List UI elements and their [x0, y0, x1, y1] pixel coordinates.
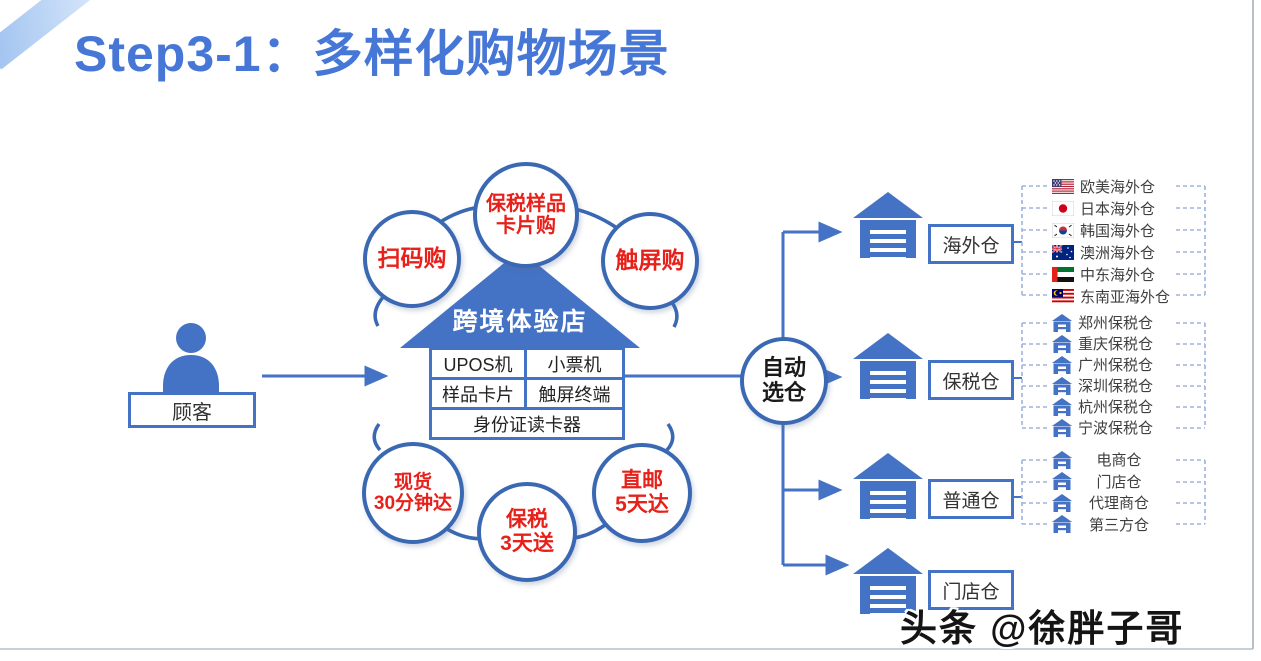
list-item-label: 日本海外仓 — [1080, 200, 1156, 218]
device-cell: UPOS机 — [432, 350, 527, 380]
list-item-label: 宁波保税仓 — [1078, 420, 1154, 437]
mini-warehouse-icon — [1052, 493, 1072, 512]
sample-line2: 卡片购 — [496, 215, 556, 237]
list-item-label: 东南亚海外仓 — [1080, 288, 1171, 306]
list-item: 代理商仓 — [1052, 492, 1160, 514]
stock-line2: 30分钟达 — [373, 493, 453, 514]
selector-line1: 自动 — [761, 355, 806, 381]
list-item-label: 广州保税仓 — [1078, 357, 1154, 374]
overseas-warehouse-icon — [853, 192, 923, 263]
auto-select-warehouse-circle: 自动 选仓 — [740, 337, 828, 425]
list-item: 深圳保税仓 — [1052, 375, 1153, 396]
watermark: 头条 @徐胖子哥 — [900, 608, 1185, 649]
store-name: 跨境体验店 — [452, 308, 588, 336]
mini-warehouse-icon — [1052, 355, 1072, 374]
list-item-label: 电商仓 — [1096, 452, 1142, 470]
list-item-label: 代理商仓 — [1088, 495, 1149, 513]
bonded-warehouse-label: 保税仓 — [942, 371, 1000, 393]
store-warehouse-label: 门店仓 — [942, 581, 1000, 603]
direct-mail-5day-circle: 直邮 5天达 — [592, 443, 692, 543]
bonded-3day-circle: 保税 3天送 — [477, 482, 577, 582]
sample-line1: 保税样品 — [486, 192, 566, 215]
uae-flag-icon — [1052, 266, 1074, 282]
list-item: 宁波保税仓 — [1052, 417, 1153, 438]
australia-flag-icon — [1052, 244, 1074, 260]
list-item-label: 澳洲海外仓 — [1080, 244, 1156, 262]
customer-icon — [156, 322, 226, 399]
dashed-brackets — [1021, 185, 1206, 525]
direct-line1: 直邮 — [621, 469, 663, 493]
list-item-label: 深圳保税仓 — [1078, 378, 1154, 395]
device-cell: 身份证读卡器 — [473, 414, 581, 435]
page-borders — [0, 0, 1254, 650]
korea-flag-icon — [1052, 222, 1074, 238]
mini-warehouse-icon — [1052, 376, 1072, 395]
customer-label: 顾客 — [172, 401, 212, 424]
list-item: 欧美海外仓 — [1052, 175, 1170, 197]
list-item-label: 杭州保税仓 — [1078, 399, 1154, 416]
mini-warehouse-icon — [1052, 397, 1072, 416]
ordinary-warehouse-box: 普通仓 — [928, 479, 1014, 519]
japan-flag-icon — [1052, 200, 1074, 216]
device-cell: 样品卡片 — [432, 380, 527, 410]
overseas-warehouse-list: 欧美海外仓 日本海外仓 韩国海外仓 澳洲海外仓 中东海外仓 东南亚海外仓 — [1052, 175, 1170, 307]
store-warehouse-icon — [853, 548, 923, 619]
list-item: 韩国海外仓 — [1052, 219, 1170, 241]
list-item-label: 韩国海外仓 — [1080, 222, 1156, 240]
selector-line2: 选仓 — [761, 380, 806, 405]
malaysia-flag-icon — [1052, 288, 1074, 304]
list-item-label: 郑州保税仓 — [1078, 315, 1154, 332]
scan-purchase-label: 扫码购 — [377, 245, 447, 272]
mini-warehouse-icon — [1052, 313, 1072, 332]
bonded-sample-card-circle: 保税样品 卡片购 — [473, 162, 579, 268]
list-item: 重庆保税仓 — [1052, 333, 1153, 354]
list-item: 日本海外仓 — [1052, 197, 1170, 219]
ordinary-warehouse-list: 电商仓 门店仓 代理商仓 第三方仓 — [1052, 449, 1160, 535]
scan-purchase-circle: 扫码购 — [363, 210, 461, 308]
page-title: Step3-1：多样化购物场景 — [74, 26, 670, 82]
mini-warehouse-icon — [1052, 334, 1072, 353]
list-item: 广州保税仓 — [1052, 354, 1153, 375]
us-flag-icon — [1052, 178, 1074, 194]
list-item: 中东海外仓 — [1052, 263, 1170, 285]
ordinary-warehouse-icon — [853, 453, 923, 524]
list-item: 杭州保税仓 — [1052, 396, 1153, 417]
stock-line1: 现货 — [393, 471, 432, 493]
bonded-warehouse-icon — [853, 333, 923, 404]
mini-warehouse-icon — [1052, 450, 1072, 469]
mini-warehouse-icon — [1052, 515, 1072, 534]
ordinary-warehouse-label: 普通仓 — [942, 490, 1000, 512]
mini-warehouse-icon — [1052, 418, 1072, 437]
bonded-line1: 保税 — [506, 508, 548, 532]
stock-30min-circle: 现货 30分钟达 — [362, 442, 464, 544]
list-item: 门店仓 — [1052, 471, 1160, 493]
mini-warehouse-icon — [1052, 472, 1072, 491]
direct-line2: 5天达 — [615, 493, 669, 516]
list-item: 电商仓 — [1052, 449, 1160, 471]
list-item: 东南亚海外仓 — [1052, 285, 1170, 307]
overseas-warehouse-box: 海外仓 — [928, 224, 1014, 264]
touchscreen-purchase-circle: 触屏购 — [601, 212, 699, 310]
list-item-label: 中东海外仓 — [1080, 266, 1156, 284]
list-item-label: 欧美海外仓 — [1080, 178, 1156, 196]
bonded-warehouse-box: 保税仓 — [928, 360, 1014, 400]
list-item-label: 第三方仓 — [1088, 516, 1149, 534]
list-item-label: 重庆保税仓 — [1078, 336, 1154, 353]
list-item: 澳洲海外仓 — [1052, 241, 1170, 263]
list-item: 第三方仓 — [1052, 514, 1160, 536]
list-item: 郑州保税仓 — [1052, 312, 1153, 333]
store-warehouse-box: 门店仓 — [928, 570, 1014, 610]
store-device-table: UPOS机 小票机 样品卡片 触屏终端 身份证读卡器 — [429, 347, 625, 440]
overseas-warehouse-label: 海外仓 — [942, 235, 1000, 257]
list-item-label: 门店仓 — [1096, 473, 1142, 491]
bonded-warehouse-list: 郑州保税仓 重庆保税仓 广州保税仓 深圳保税仓 杭州保税仓 宁波保税仓 — [1052, 312, 1153, 438]
customer-label-box: 顾客 — [128, 392, 256, 428]
bonded-line2: 3天送 — [500, 532, 554, 555]
device-cell: 小票机 — [527, 350, 622, 380]
device-cell: 触屏终端 — [527, 380, 622, 410]
touch-purchase-label: 触屏购 — [615, 247, 685, 274]
